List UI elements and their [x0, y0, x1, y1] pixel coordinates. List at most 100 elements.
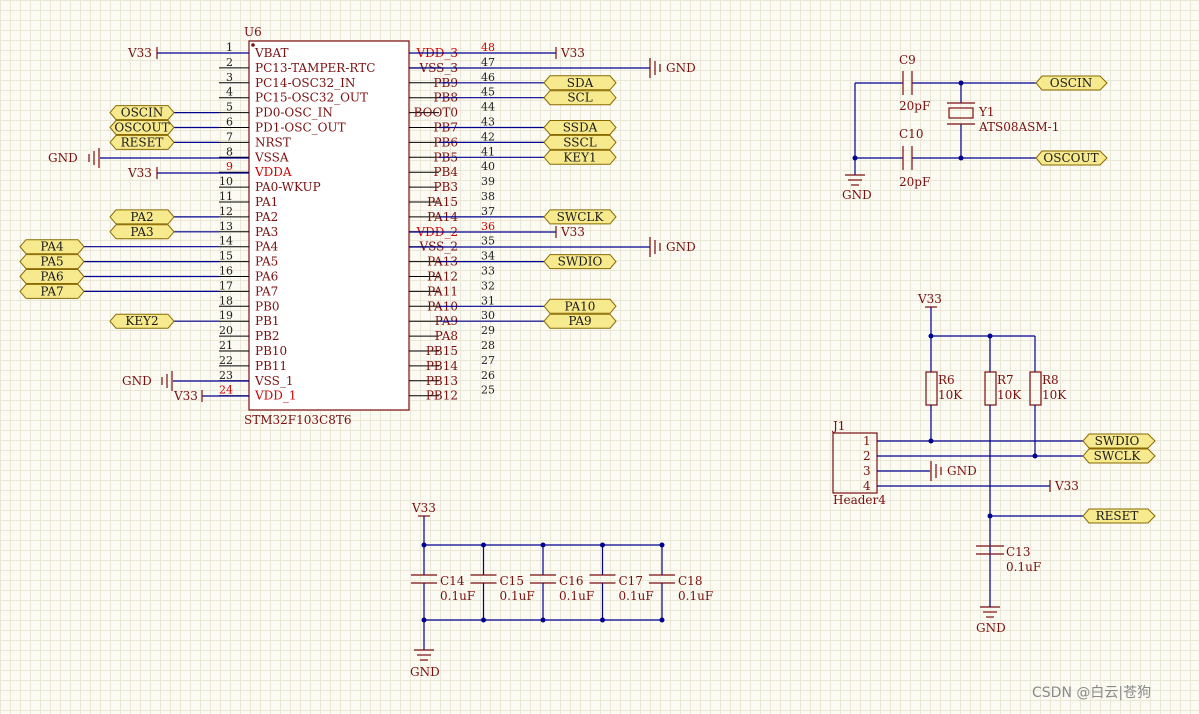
net-port-label: OSCIN	[121, 106, 163, 120]
mcu-pin-name: PC15-OSC32_OUT	[255, 91, 368, 105]
net-port-pa6	[19, 269, 85, 284]
mcu-pin-name: PB2	[255, 329, 280, 343]
mcu-pin-name: PB4	[433, 165, 458, 179]
net-port-sscl	[543, 134, 617, 150]
net-port-label: PA10	[565, 299, 596, 313]
net-port-key2	[109, 313, 175, 329]
mcu-pin-name: PD1-OSC_OUT	[255, 121, 346, 135]
gnd-symbol-c13: GND	[976, 606, 1006, 635]
gnd-label-vss2: GND	[666, 240, 696, 254]
c9-designator: C9	[899, 53, 916, 67]
mcu-pin-number: 23	[219, 369, 233, 382]
mcu-pin-number: 17	[219, 279, 233, 292]
capacitor-value: 0.1uF	[619, 589, 654, 603]
svg-text:GND: GND	[410, 665, 440, 679]
v33-label-vdd2: V33	[560, 225, 585, 239]
mcu-pin-name: BOOT0	[414, 106, 458, 120]
mcu-pin-name: PB3	[433, 180, 458, 194]
mcu-pin-name: PA7	[255, 284, 278, 298]
gnd-symbol-crystal: GND	[842, 174, 872, 202]
mcu-part-number: STM32F103C8T6	[244, 413, 351, 427]
svg-text:GND: GND	[842, 188, 872, 202]
mcu-pin-number: 41	[481, 145, 495, 158]
capacitor-c9: C9 20pF	[899, 53, 930, 113]
capacitor-designator: C14	[440, 574, 465, 588]
mcu-pin-number: 25	[481, 384, 495, 397]
v33-label-vbat: V33	[127, 46, 152, 60]
net-port-label: PA4	[40, 240, 64, 254]
svg-text:C13: C13	[1006, 545, 1030, 559]
svg-text:GND: GND	[947, 464, 977, 478]
gnd-label-vss1: GND	[122, 374, 152, 388]
net-port-label: SSCL	[563, 135, 596, 149]
capacitor-value: 0.1uF	[559, 589, 594, 603]
mcu-pin-number: 36	[481, 220, 495, 233]
mcu-pin-number: 16	[219, 265, 233, 278]
mcu-pin-number: 13	[219, 220, 233, 233]
net-port-label: SCL	[567, 91, 592, 105]
resistor-r7: R7 10K	[984, 371, 1022, 406]
mcu-pin-name: PB10	[255, 344, 287, 358]
mcu-pin-number: 37	[481, 205, 495, 218]
mcu-pin-number: 44	[481, 101, 495, 114]
mcu-pin-number: 26	[481, 369, 495, 382]
svg-text:Header4: Header4	[833, 493, 886, 507]
svg-text:1: 1	[863, 434, 871, 448]
mcu-pin-number: 46	[481, 71, 495, 84]
port-swdio: SWDIO	[1082, 433, 1156, 449]
resistor-r6: R6 10K	[925, 371, 963, 406]
mcu-pin-name: VBAT	[254, 46, 289, 60]
c10-designator: C10	[899, 127, 923, 141]
svg-text:OSCOUT: OSCOUT	[1043, 151, 1098, 165]
c10-value: 20pF	[899, 175, 930, 189]
svg-text:0.1uF: 0.1uF	[1006, 560, 1041, 574]
mcu-pin-name: VSSA	[254, 150, 289, 164]
crystal-oscillator-circuit[interactable]: C9 20pF C10 20pF Y1 ATS08ASM-1 GND	[842, 53, 1108, 202]
mcu-pin-number: 32	[481, 279, 495, 292]
y1-part: ATS08ASM-1	[978, 120, 1059, 134]
net-port-label: RESET	[121, 135, 164, 149]
mcu-pin-name: PD0-OSC_IN	[255, 106, 333, 120]
mcu-pin-name: PA11	[427, 284, 458, 298]
v33-symbol-decoupling: V33	[411, 501, 436, 517]
mcu-pin-name: PB0	[255, 299, 280, 313]
net-port-label: PA7	[40, 284, 63, 298]
csdn-watermark: CSDN @白云|苍狗	[1032, 685, 1151, 701]
mcu-pin-number: 11	[219, 190, 233, 203]
decoupling-capacitor-bank[interactable]: V33 C140.1uFC150.1uFC160.1uFC170.1uFC180…	[410, 501, 713, 679]
svg-text:SWCLK: SWCLK	[1094, 449, 1142, 463]
mcu-right-pins: 48VDD_347VSS_346PB945PB844BOOT043PB742PB…	[409, 41, 495, 403]
mcu-pin-number: 6	[226, 116, 233, 129]
svg-text:10K: 10K	[938, 388, 963, 402]
capacitor-c10: C10 20pF	[899, 127, 930, 189]
mcu-pin-number: 38	[481, 190, 495, 203]
mcu-pin-name: PA6	[255, 270, 278, 284]
mcu-pin-name: PC14-OSC32_IN	[255, 76, 355, 90]
mcu-pin-number: 7	[226, 130, 233, 143]
swd-debug-circuit[interactable]: V33 R6 10K R7 10K R8 10K	[831, 292, 1156, 635]
net-port-pa7	[19, 283, 85, 299]
mcu-pin-name: PA0-WKUP	[255, 180, 321, 194]
net-port-pa3	[109, 224, 175, 240]
svg-text:SWDIO: SWDIO	[1095, 434, 1140, 448]
c9-value: 20pF	[899, 99, 930, 113]
net-port-pa9	[543, 313, 617, 329]
mcu-pin-number: 33	[481, 265, 495, 278]
svg-text:GND: GND	[976, 621, 1006, 635]
mcu-pin-number: 5	[226, 101, 233, 114]
mcu-pin-number: 18	[219, 294, 233, 307]
net-port-label: SSDA	[563, 121, 598, 135]
gnd-label-vss3: GND	[666, 61, 696, 75]
gnd-symbol-decoupling: GND	[410, 649, 440, 679]
v33-label-vdd3: V33	[560, 46, 585, 60]
v33-symbol-swd: V33	[917, 292, 942, 308]
mcu-pin-number: 45	[481, 86, 495, 99]
net-port-key1	[543, 149, 617, 165]
net-port-pa4	[19, 239, 85, 255]
svg-text:R8: R8	[1042, 373, 1059, 387]
